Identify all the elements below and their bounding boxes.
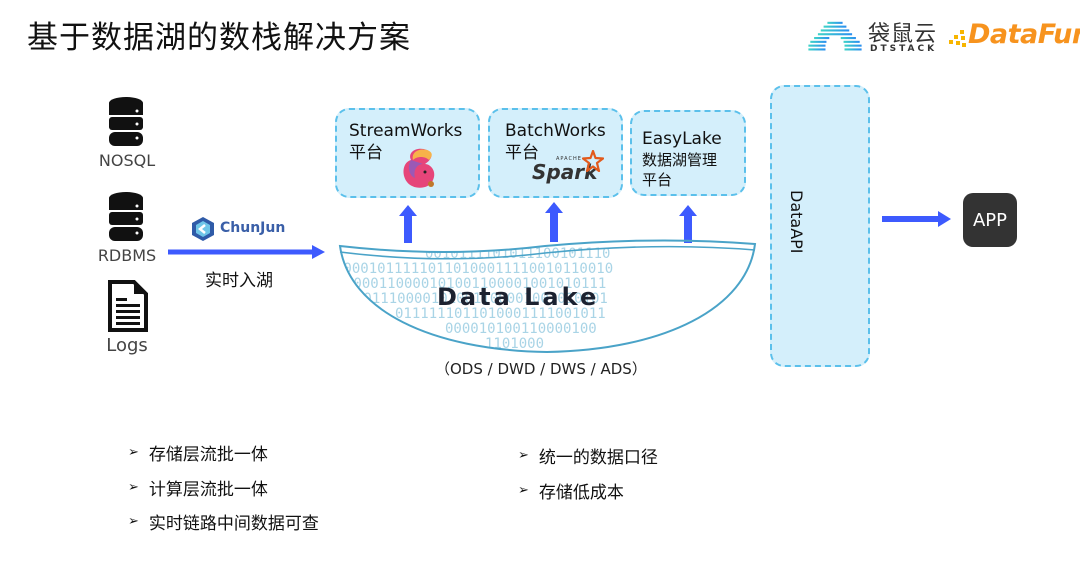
binary-row: 1000110000101001100001001010111	[345, 276, 606, 292]
streamworks-subtitle: 平台	[349, 143, 383, 163]
bullet-text: 实时链路中间数据可查	[148, 514, 319, 534]
dataapi-to-app-arrow-icon	[882, 211, 951, 227]
flink-squirrel-icon	[403, 148, 435, 188]
bullet-item: ➢ 存储层流批一体	[128, 440, 268, 465]
nosql-database-icon	[109, 97, 143, 146]
spark-star-icon	[582, 150, 604, 172]
binary-row: 000010111110110100011110010110010	[335, 261, 613, 277]
dtstack-cloud-logo-icon	[808, 21, 862, 51]
chunjun-label: ChunJun	[220, 220, 286, 236]
batchworks-title: BatchWorks	[505, 121, 606, 141]
data-lake-layers-caption: （ODS / DWD / DWS / ADS）	[435, 360, 647, 378]
dataapi-label: DataAPI	[787, 190, 806, 254]
bullet-item: ➢ 实时链路中间数据可查	[128, 509, 319, 534]
arrow-bullet-icon: ➢	[518, 483, 529, 498]
arrow-bullet-icon: ➢	[128, 480, 139, 495]
spark-apache-text: APACHE	[556, 156, 582, 162]
source-label-rdbms: RDBMS	[97, 246, 157, 265]
easylake-subtitle-line2: 平台	[642, 171, 673, 189]
binary-row: 1101000	[485, 336, 544, 352]
arrow-bullet-icon: ➢	[128, 445, 139, 460]
dtstack-en-logo-text: DTSTACK	[870, 44, 938, 54]
datafun-logo-text: DataFun.	[968, 19, 1080, 50]
bullet-text: 统一的数据口径	[538, 448, 658, 468]
batchworks-subtitle: 平台	[505, 143, 539, 163]
data-lake-bowl: 0010111101011100101110000010111110110100…	[335, 239, 757, 354]
arrow-bullet-icon: ➢	[518, 448, 529, 463]
bullet-text: 计算层流批一体	[148, 480, 268, 500]
easylake-platform-box[interactable]: EasyLake 数据湖管理 平台	[630, 110, 746, 196]
datafun-pixels-icon	[949, 30, 966, 47]
arrow-bullet-icon: ➢	[128, 514, 139, 529]
source-label-logs: Logs	[106, 335, 148, 356]
app-box[interactable]: APP	[963, 193, 1017, 247]
data-lake-title: Data Lake	[437, 283, 600, 311]
spark-logo-text: Spark	[532, 160, 598, 184]
ingest-label: 实时入湖	[205, 271, 273, 291]
bullet-text: 存储层流批一体	[148, 445, 268, 465]
streamworks-title: StreamWorks	[349, 121, 463, 141]
easylake-title: EasyLake	[642, 129, 722, 149]
easylake-subtitle-line1: 数据湖管理	[642, 151, 718, 169]
bullet-item: ➢ 计算层流批一体	[128, 475, 268, 500]
binary-row: 101110000101001100001001010101	[355, 291, 608, 307]
bullet-item: ➢ 存储低成本	[518, 478, 624, 503]
rdbms-database-icon	[109, 192, 143, 241]
apache-spark-logo: APACHE Spark	[532, 150, 610, 188]
dtstack-cn-logo-text: 袋鼠云	[868, 22, 938, 47]
datafun-logo-word: DataFun	[968, 19, 1080, 50]
up-arrow-streamworks-icon	[399, 205, 417, 243]
streamworks-platform-box[interactable]: StreamWorks 平台	[335, 108, 480, 198]
source-label-nosql: NOSQL	[98, 151, 156, 170]
page-title: 基于数据湖的数栈解决方案	[27, 20, 411, 56]
dataapi-box[interactable]	[770, 85, 870, 367]
logs-document-icon	[108, 280, 148, 332]
ingest-arrow-icon	[168, 245, 325, 259]
bullet-item: ➢ 统一的数据口径	[518, 443, 658, 468]
up-arrow-batchworks-icon	[545, 202, 563, 242]
bullet-text: 存储低成本	[538, 483, 624, 503]
chunjun-logo-icon	[192, 217, 214, 241]
up-arrow-easylake-icon	[679, 205, 697, 243]
binary-row: 000010100110000100	[445, 321, 597, 337]
batchworks-platform-box[interactable]: BatchWorks 平台 APACHE Spark	[488, 108, 623, 198]
binary-row: 0111111011010001111001011	[395, 306, 606, 322]
